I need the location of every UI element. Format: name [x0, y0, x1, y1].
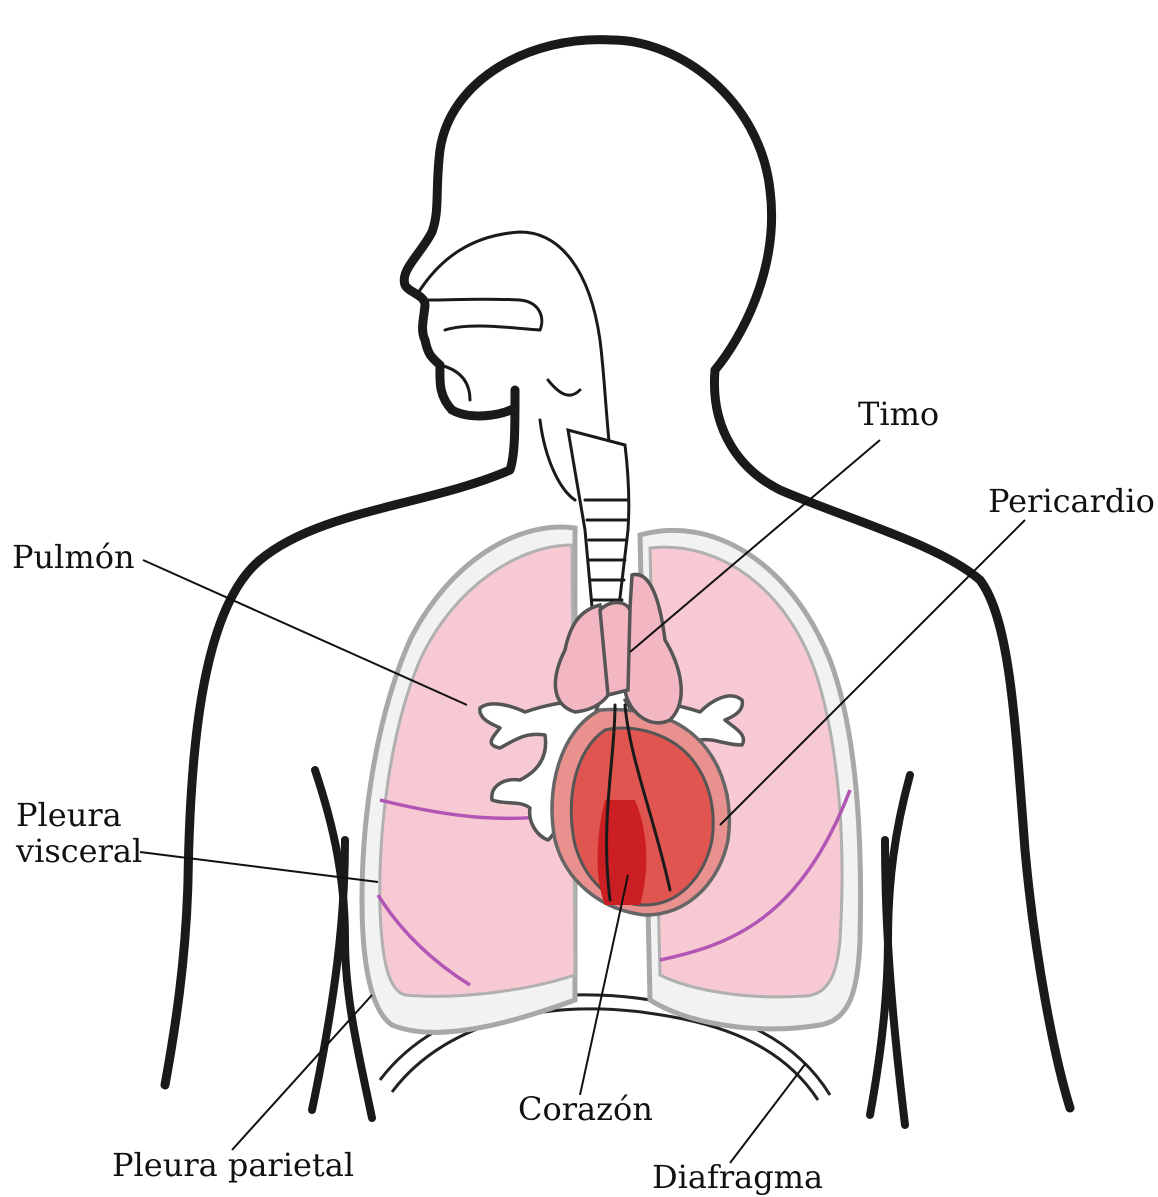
label-pericardio: Pericardio: [988, 482, 1155, 520]
label-pulmon: Pulmón: [12, 538, 135, 576]
label-corazon: Corazón: [518, 1090, 653, 1128]
label-timo: Timo: [858, 395, 939, 433]
heart-chamber: [598, 800, 647, 905]
label-pleura-parietal: Pleura parietal: [112, 1146, 354, 1184]
label-pleura-visceral-line2: visceral: [15, 832, 142, 870]
leader-diafragma: [730, 1063, 806, 1163]
label-diafragma: Diafragma: [652, 1158, 823, 1196]
leader-pleura-parietal: [232, 995, 372, 1150]
label-pleura-visceral-line1: Pleura: [16, 796, 122, 834]
leader-corazon: [580, 875, 628, 1095]
